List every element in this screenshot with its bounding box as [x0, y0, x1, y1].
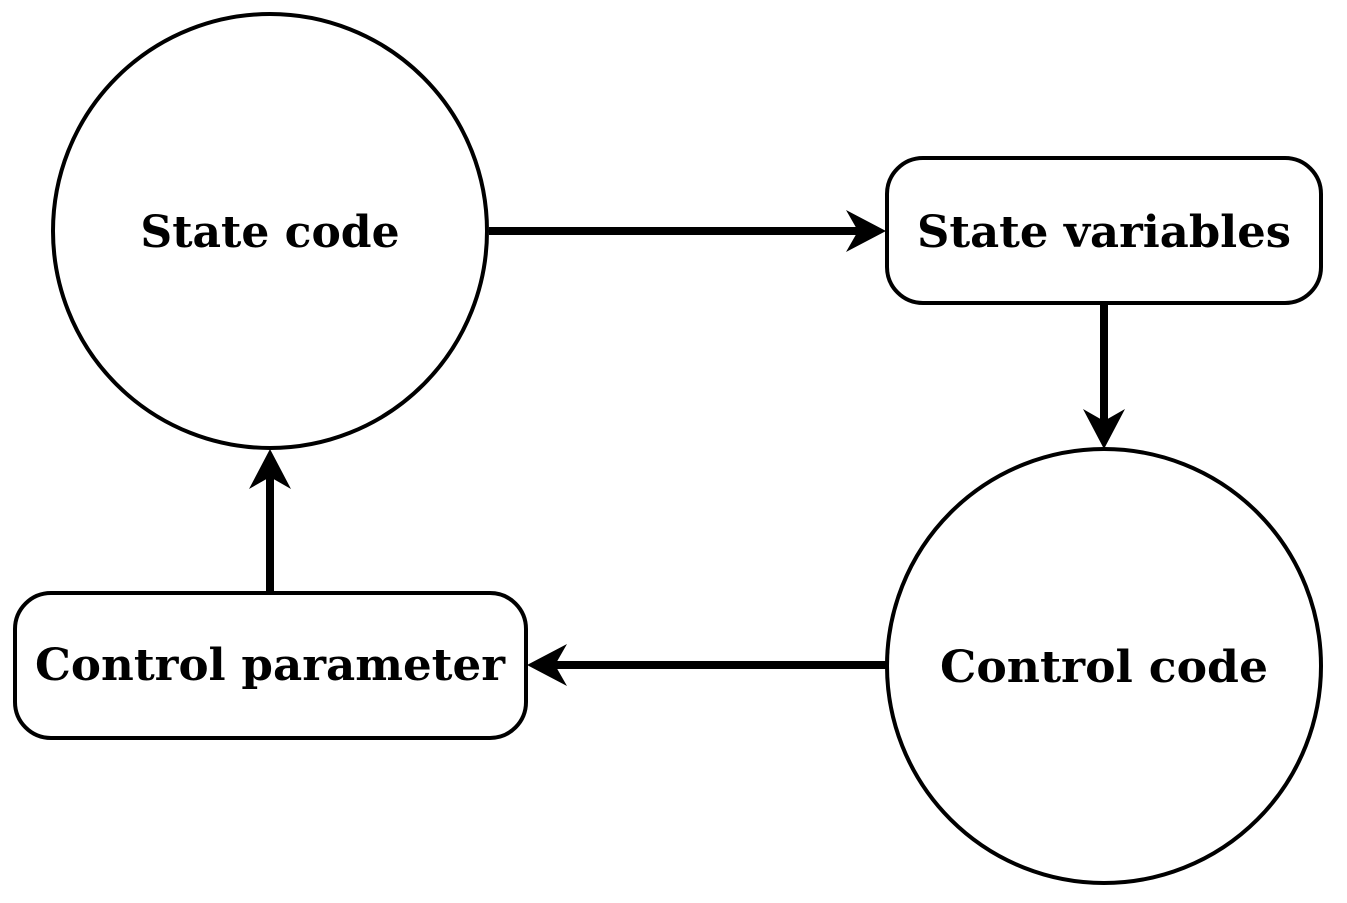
edge-control-parameter-to-state-code [249, 449, 291, 593]
edge-state-variables-to-control-code [1083, 303, 1125, 449]
control-code-label: Control code [940, 642, 1268, 693]
node-state-code: State code [51, 12, 489, 450]
edge-state-code-to-state-variables [489, 210, 886, 252]
node-control-parameter: Control parameter [13, 591, 528, 740]
control-parameter-label: Control parameter [35, 640, 506, 691]
control-parameter-box [13, 591, 528, 740]
state-code-circle [51, 12, 489, 450]
edge-control-code-to-control-parameter [527, 644, 886, 686]
node-control-code: Control code [885, 447, 1323, 885]
state-variables-box [885, 156, 1323, 305]
node-state-variables: State variables [885, 156, 1323, 305]
state-variables-label: State variables [917, 207, 1291, 258]
control-code-circle [885, 447, 1323, 885]
state-code-label: State code [140, 207, 399, 258]
